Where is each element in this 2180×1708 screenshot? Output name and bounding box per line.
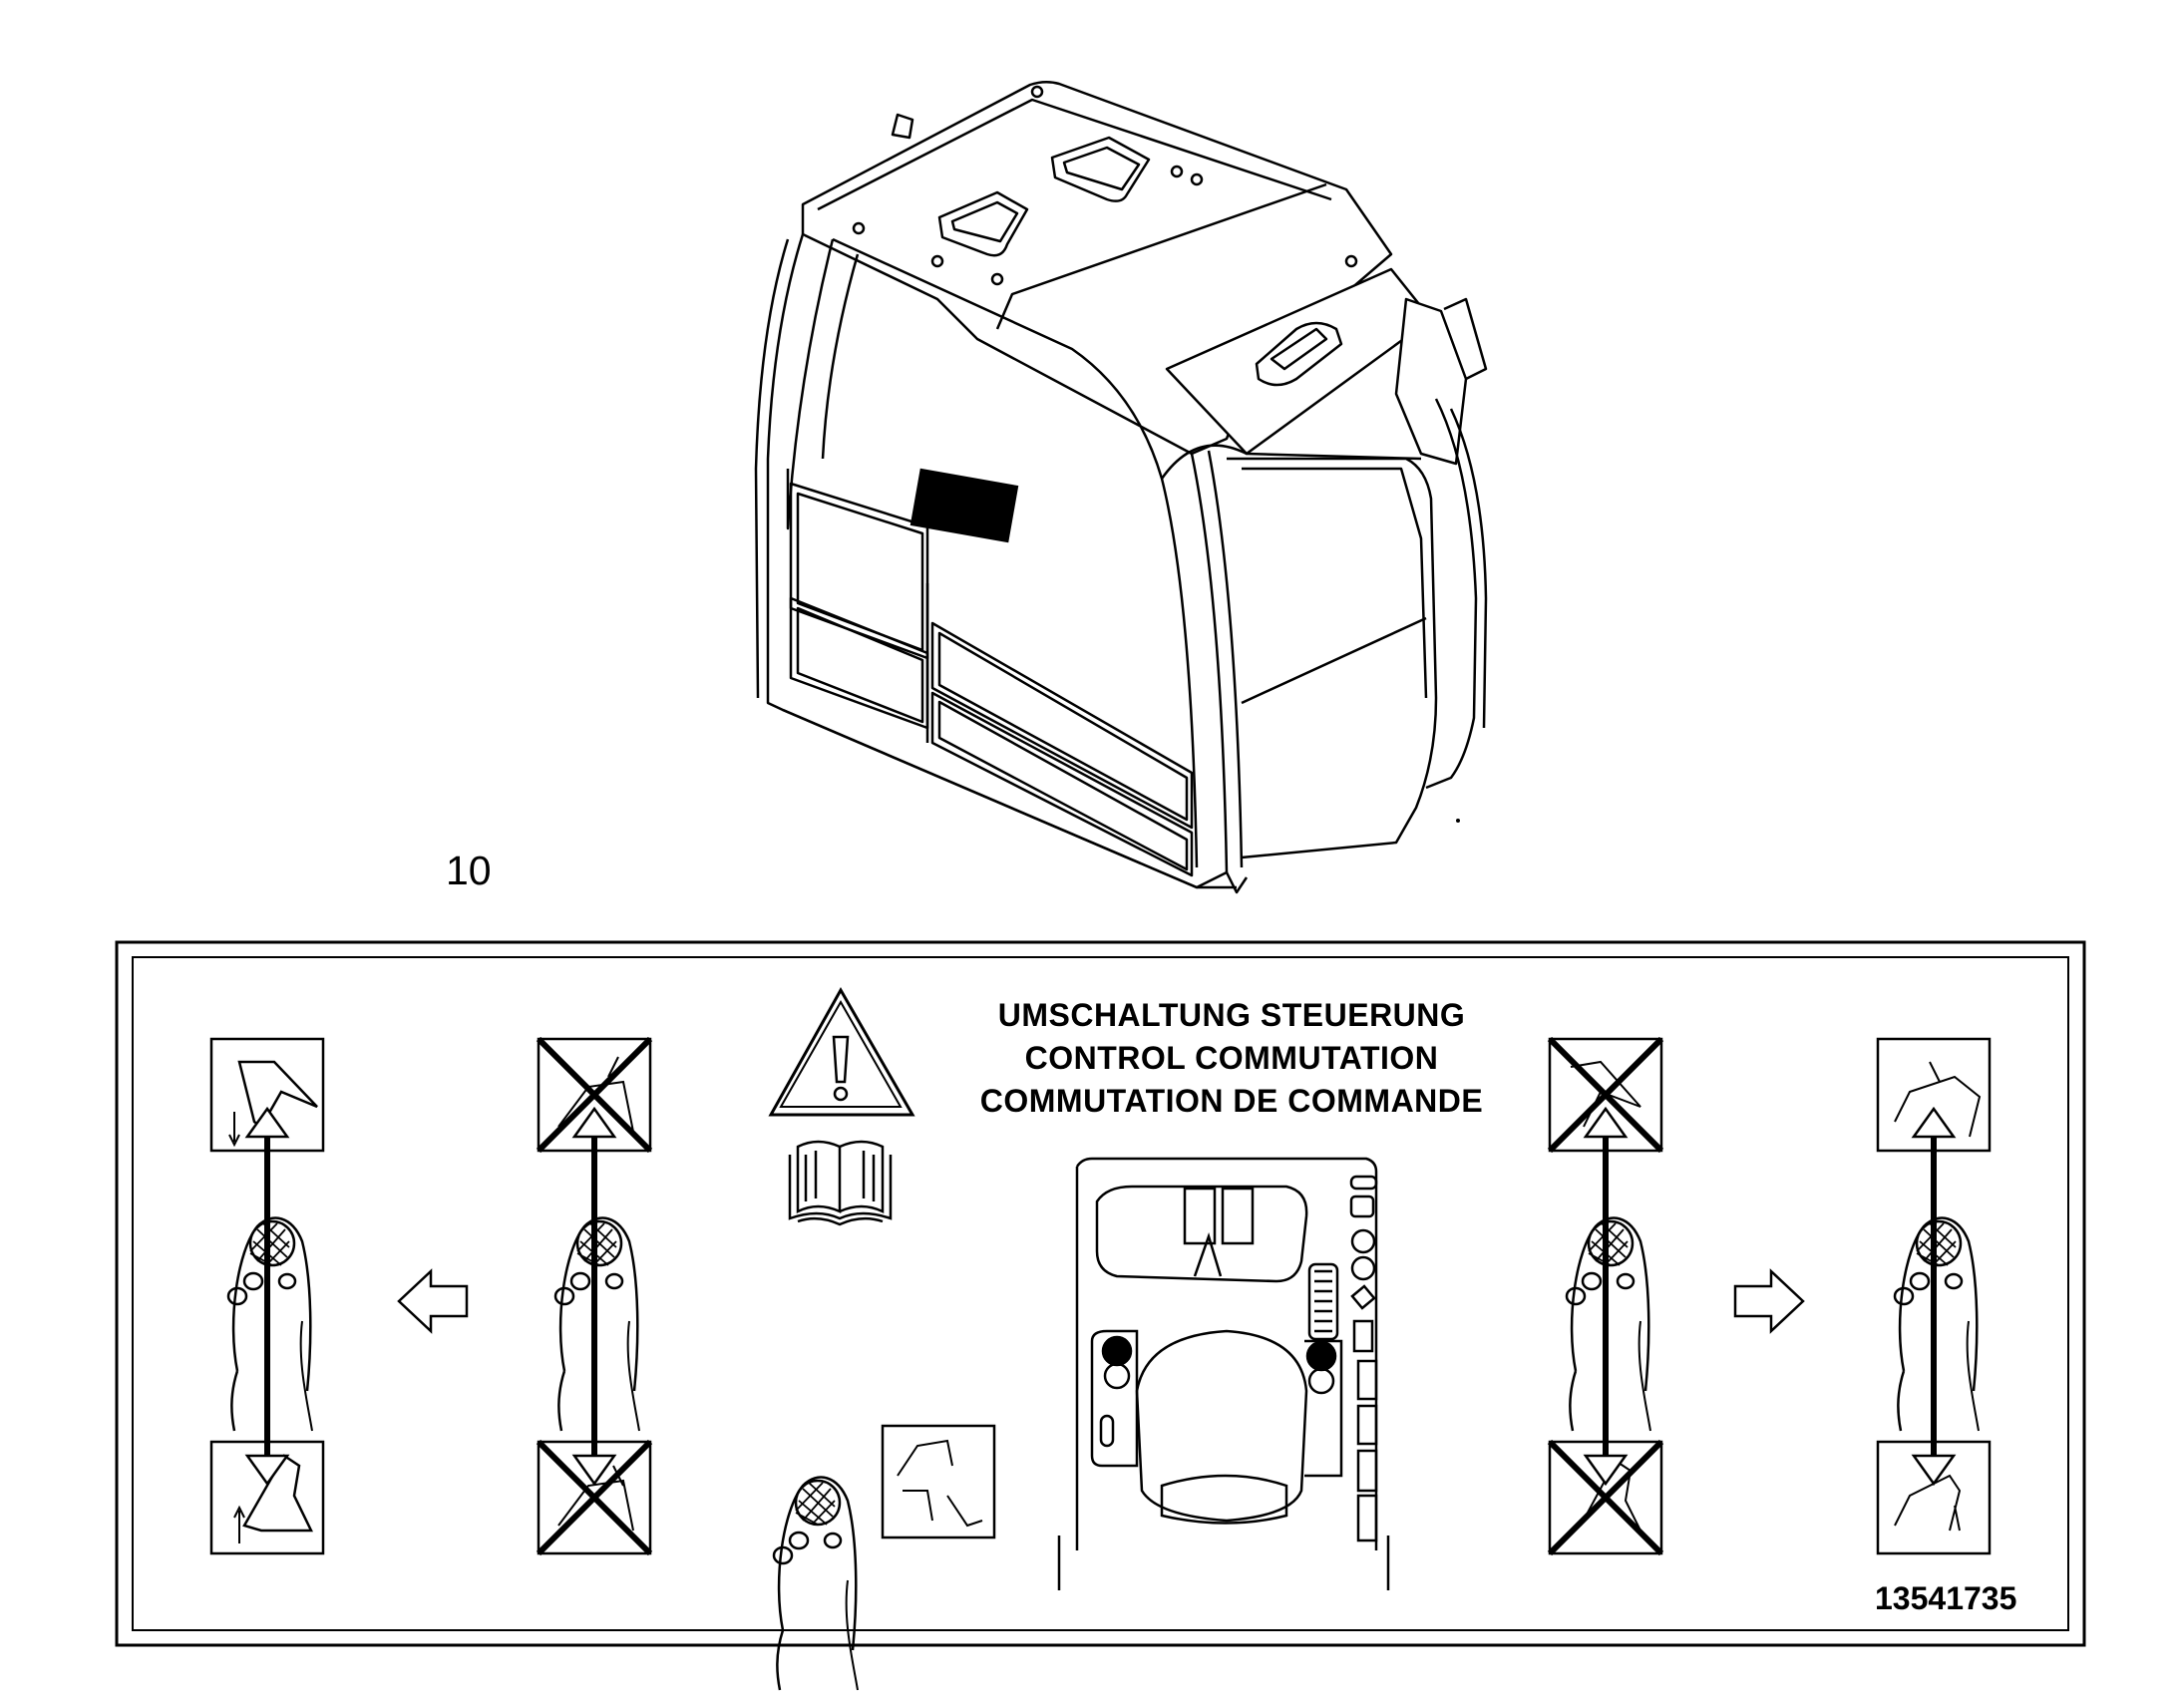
decal-part-number: 13541735	[1875, 1580, 2017, 1616]
combined-function-pictogram	[881, 1424, 996, 1539]
arrow-right-icon	[1733, 1268, 1805, 1334]
operator-manual-icon	[788, 1140, 893, 1226]
warning-triangle-icon	[768, 986, 915, 1117]
cab-floor-plan	[1057, 1157, 1390, 1590]
operator-cab-drawing	[754, 81, 1488, 894]
decal-title-english: CONTROL COMMUTATION	[1024, 1040, 1439, 1076]
callout-number: 10	[446, 848, 492, 893]
crossed-pictogram-lower-left	[536, 1439, 653, 1556]
decal-title-german: UMSCHALTUNG STEUERUNG	[997, 997, 1466, 1033]
arrow-left-icon	[397, 1268, 469, 1334]
decal-title-french: COMMUTATION DE COMMANDE	[979, 1083, 1484, 1119]
decal-location-marker	[909, 468, 1019, 543]
